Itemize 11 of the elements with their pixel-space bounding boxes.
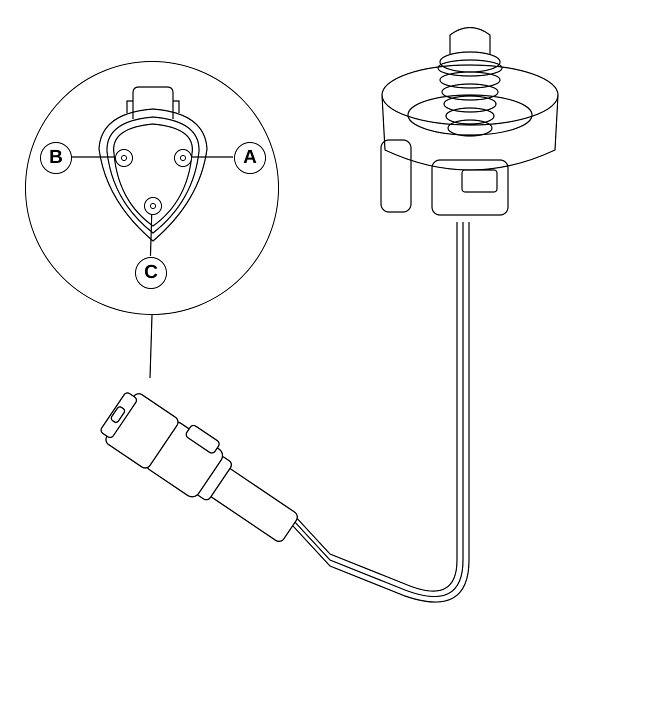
pin-socket: [115, 149, 133, 167]
callout-letter: C: [135, 257, 167, 289]
pin-socket: [144, 197, 162, 215]
leader-line: [149, 314, 153, 378]
callout-letter: B: [40, 142, 72, 174]
pin-socket: [174, 149, 192, 167]
detail-view-circle: [25, 61, 279, 315]
leader-line: [150, 214, 152, 256]
leader-line: [191, 156, 233, 158]
leader-line: [71, 156, 114, 158]
callout-letter: A: [234, 142, 266, 174]
